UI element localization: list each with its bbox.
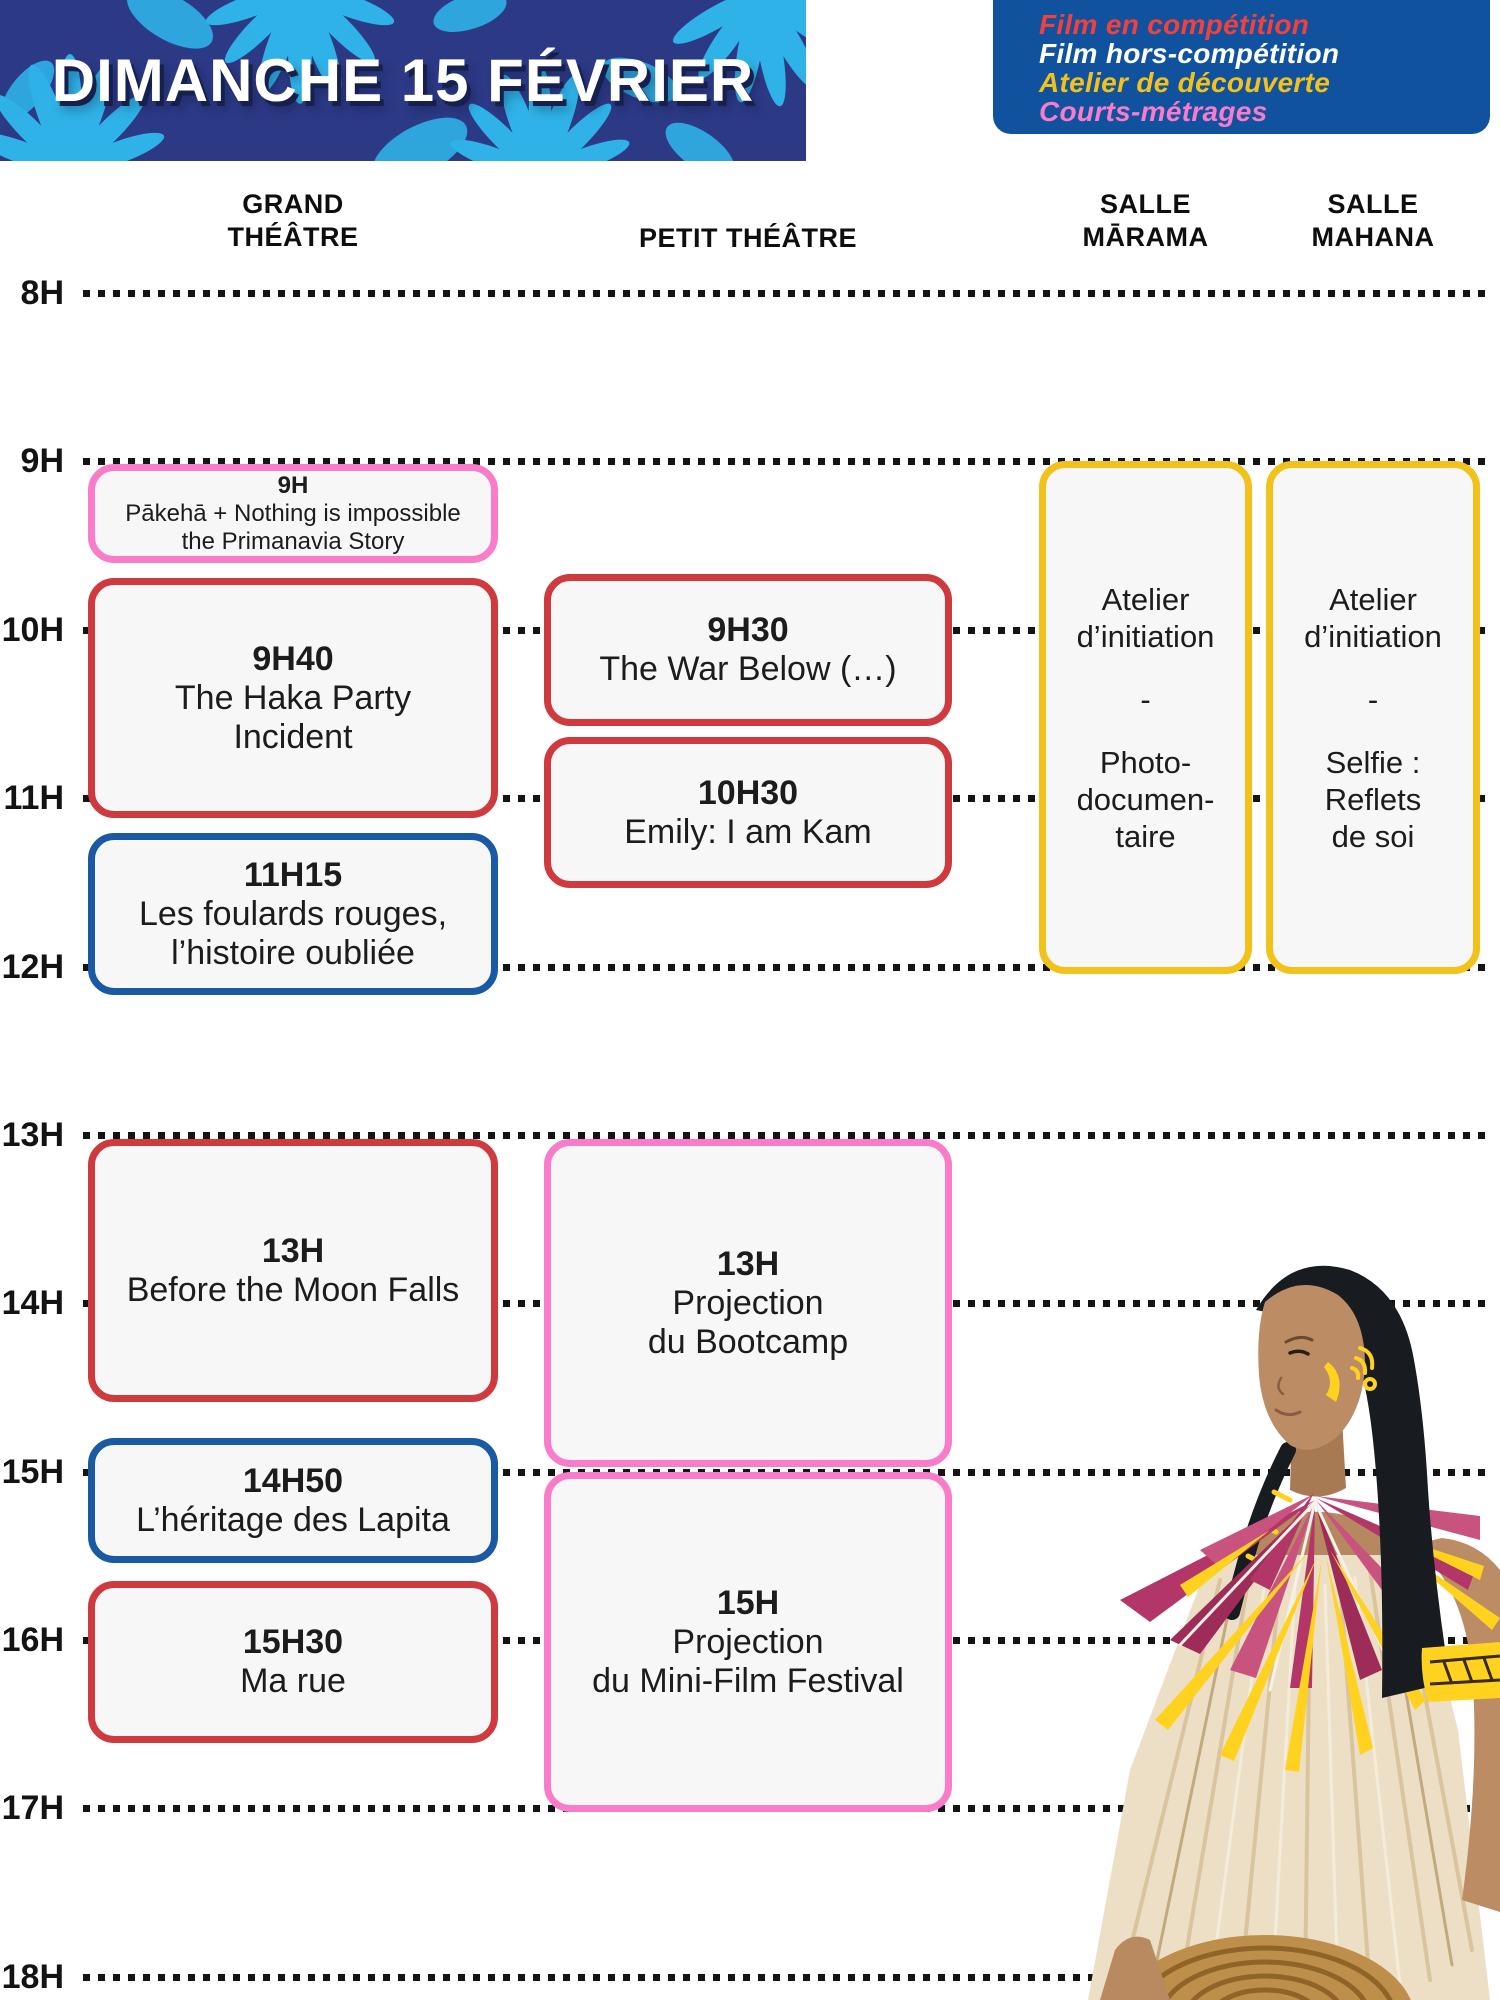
performer-photo — [1060, 1250, 1500, 2000]
time-line-12h — [83, 964, 1492, 971]
time-line-13h — [83, 1132, 1492, 1139]
event-time: 10H30 — [697, 773, 799, 812]
event-title-line: l’histoire oubliée — [171, 933, 415, 972]
event-emily-i-am-kam: 10H30 Emily: I am Kam — [544, 737, 952, 888]
event-time: 15H30 — [242, 1623, 344, 1661]
event-title-line: Ma rue — [240, 1662, 346, 1700]
event-title-line: The Haka Party — [174, 678, 412, 717]
event-title-line: d’initiation — [1304, 618, 1442, 654]
time-label-11h: 11H — [3, 779, 65, 817]
event-title-line: Pākehā + Nothing is impossible — [125, 499, 461, 527]
legend-film-hors-competition: Film hors-compétition — [1039, 38, 1340, 69]
event-title-line: Incident — [233, 717, 353, 756]
event-title-line: L’héritage des Lapita — [136, 1500, 450, 1539]
event-dash: - — [1140, 681, 1151, 717]
time-label-8h: 8H — [20, 274, 64, 312]
time-label-10h: 10H — [1, 611, 64, 649]
legend-atelier-decouverte: Atelier de découverte — [1039, 67, 1331, 98]
legend: Film en compétition Film hors-compétitio… — [993, 0, 1490, 134]
event-title-line: the Primanavia Story — [181, 527, 405, 555]
legend-courts-metrages: Courts-métrages — [1039, 96, 1268, 127]
event-time: 13H — [261, 1231, 325, 1270]
time-line-8h — [83, 290, 1492, 297]
event-title-line: du Mini-Film Festival — [592, 1661, 904, 1700]
event-title-line: Projection — [672, 1622, 824, 1661]
event-title-line: documen- — [1076, 781, 1215, 817]
event-title-line: du Bootcamp — [647, 1322, 849, 1361]
event-title-line: de soi — [1331, 818, 1415, 854]
event-projection-mini-film-festival: 15H Projection du Mini-Film Festival — [544, 1472, 952, 1812]
time-label-15h: 15H — [1, 1453, 64, 1491]
event-dash: - — [1367, 681, 1379, 717]
event-time: 14H50 — [242, 1461, 344, 1500]
title-banner: DIMANCHE 15 FÉVRIER — [0, 0, 806, 161]
event-atelier-selfie-reflets: Atelier d’initiation - Selfie : Reflets … — [1266, 461, 1480, 974]
event-haka-party-incident: 9H40 The Haka Party Incident — [88, 578, 498, 818]
column-header-petit-theatre: PETIT THÉÂTRE — [638, 223, 857, 253]
event-time: 9H — [277, 471, 309, 499]
event-title-line: Atelier — [1101, 581, 1190, 617]
event-title-line: d’initiation — [1076, 618, 1215, 654]
column-header-salle-mahana: SALLE MAHANA — [1311, 189, 1435, 252]
tropical-pattern — [0, 0, 806, 161]
event-title-line: Before the Moon Falls — [126, 1270, 460, 1309]
column-header-grand-theatre: GRAND THÉÂTRE — [227, 189, 359, 252]
performer-illustration — [1088, 1265, 1500, 2000]
event-title-line: Les foulards rouges, — [138, 894, 448, 933]
event-foulards-rouges: 11H15 Les foulards rouges, l’histoire ou… — [88, 833, 498, 995]
event-ma-rue: 15H30 Ma rue — [88, 1581, 498, 1743]
event-title-line: Photo- — [1099, 744, 1192, 780]
event-title-line: Emily: I am Kam — [624, 812, 872, 851]
event-title-line: Reflets — [1324, 781, 1422, 817]
event-time: 9H30 — [707, 611, 789, 649]
column-header-salle-marama: SALLE MĀRAMA — [1082, 189, 1209, 252]
time-label-16h: 16H — [1, 1621, 64, 1659]
time-line-9h — [83, 458, 1492, 465]
event-heritage-des-lapita: 14H50 L’héritage des Lapita — [88, 1438, 498, 1563]
page-title: DIMANCHE 15 FÉVRIER — [51, 47, 755, 114]
event-time: 13H — [716, 1244, 780, 1283]
legend-film-competition: Film en compétition — [1039, 9, 1310, 40]
time-label-13h: 13H — [1, 1116, 64, 1154]
event-war-below: 9H30 The War Below (…) — [544, 574, 952, 726]
event-projection-bootcamp: 13H Projection du Bootcamp — [544, 1139, 952, 1467]
event-atelier-photo-documentaire: Atelier d’initiation - Photo- documen- t… — [1039, 461, 1252, 974]
event-time: 11H15 — [243, 855, 343, 894]
time-label-14h: 14H — [1, 1284, 64, 1322]
time-label-9h: 9H — [20, 442, 64, 480]
time-label-18h: 18H — [1, 1958, 64, 1996]
time-line-18h — [83, 1974, 1492, 1981]
event-title-line: The War Below (…) — [599, 650, 897, 688]
event-title-line: Projection — [672, 1283, 824, 1322]
event-time: 15H — [716, 1583, 780, 1622]
event-title-line: taire — [1115, 818, 1176, 854]
event-title-line: Atelier — [1329, 581, 1417, 617]
event-before-the-moon-falls: 13H Before the Moon Falls — [88, 1139, 498, 1402]
time-label-12h: 12H — [1, 948, 64, 986]
time-label-17h: 17H — [1, 1789, 64, 1827]
event-time: 9H40 — [252, 639, 334, 678]
event-pakeha-primanavia: 9H Pākehā + Nothing is impossible the Pr… — [88, 464, 498, 563]
event-title-line: Selfie : — [1325, 744, 1421, 780]
